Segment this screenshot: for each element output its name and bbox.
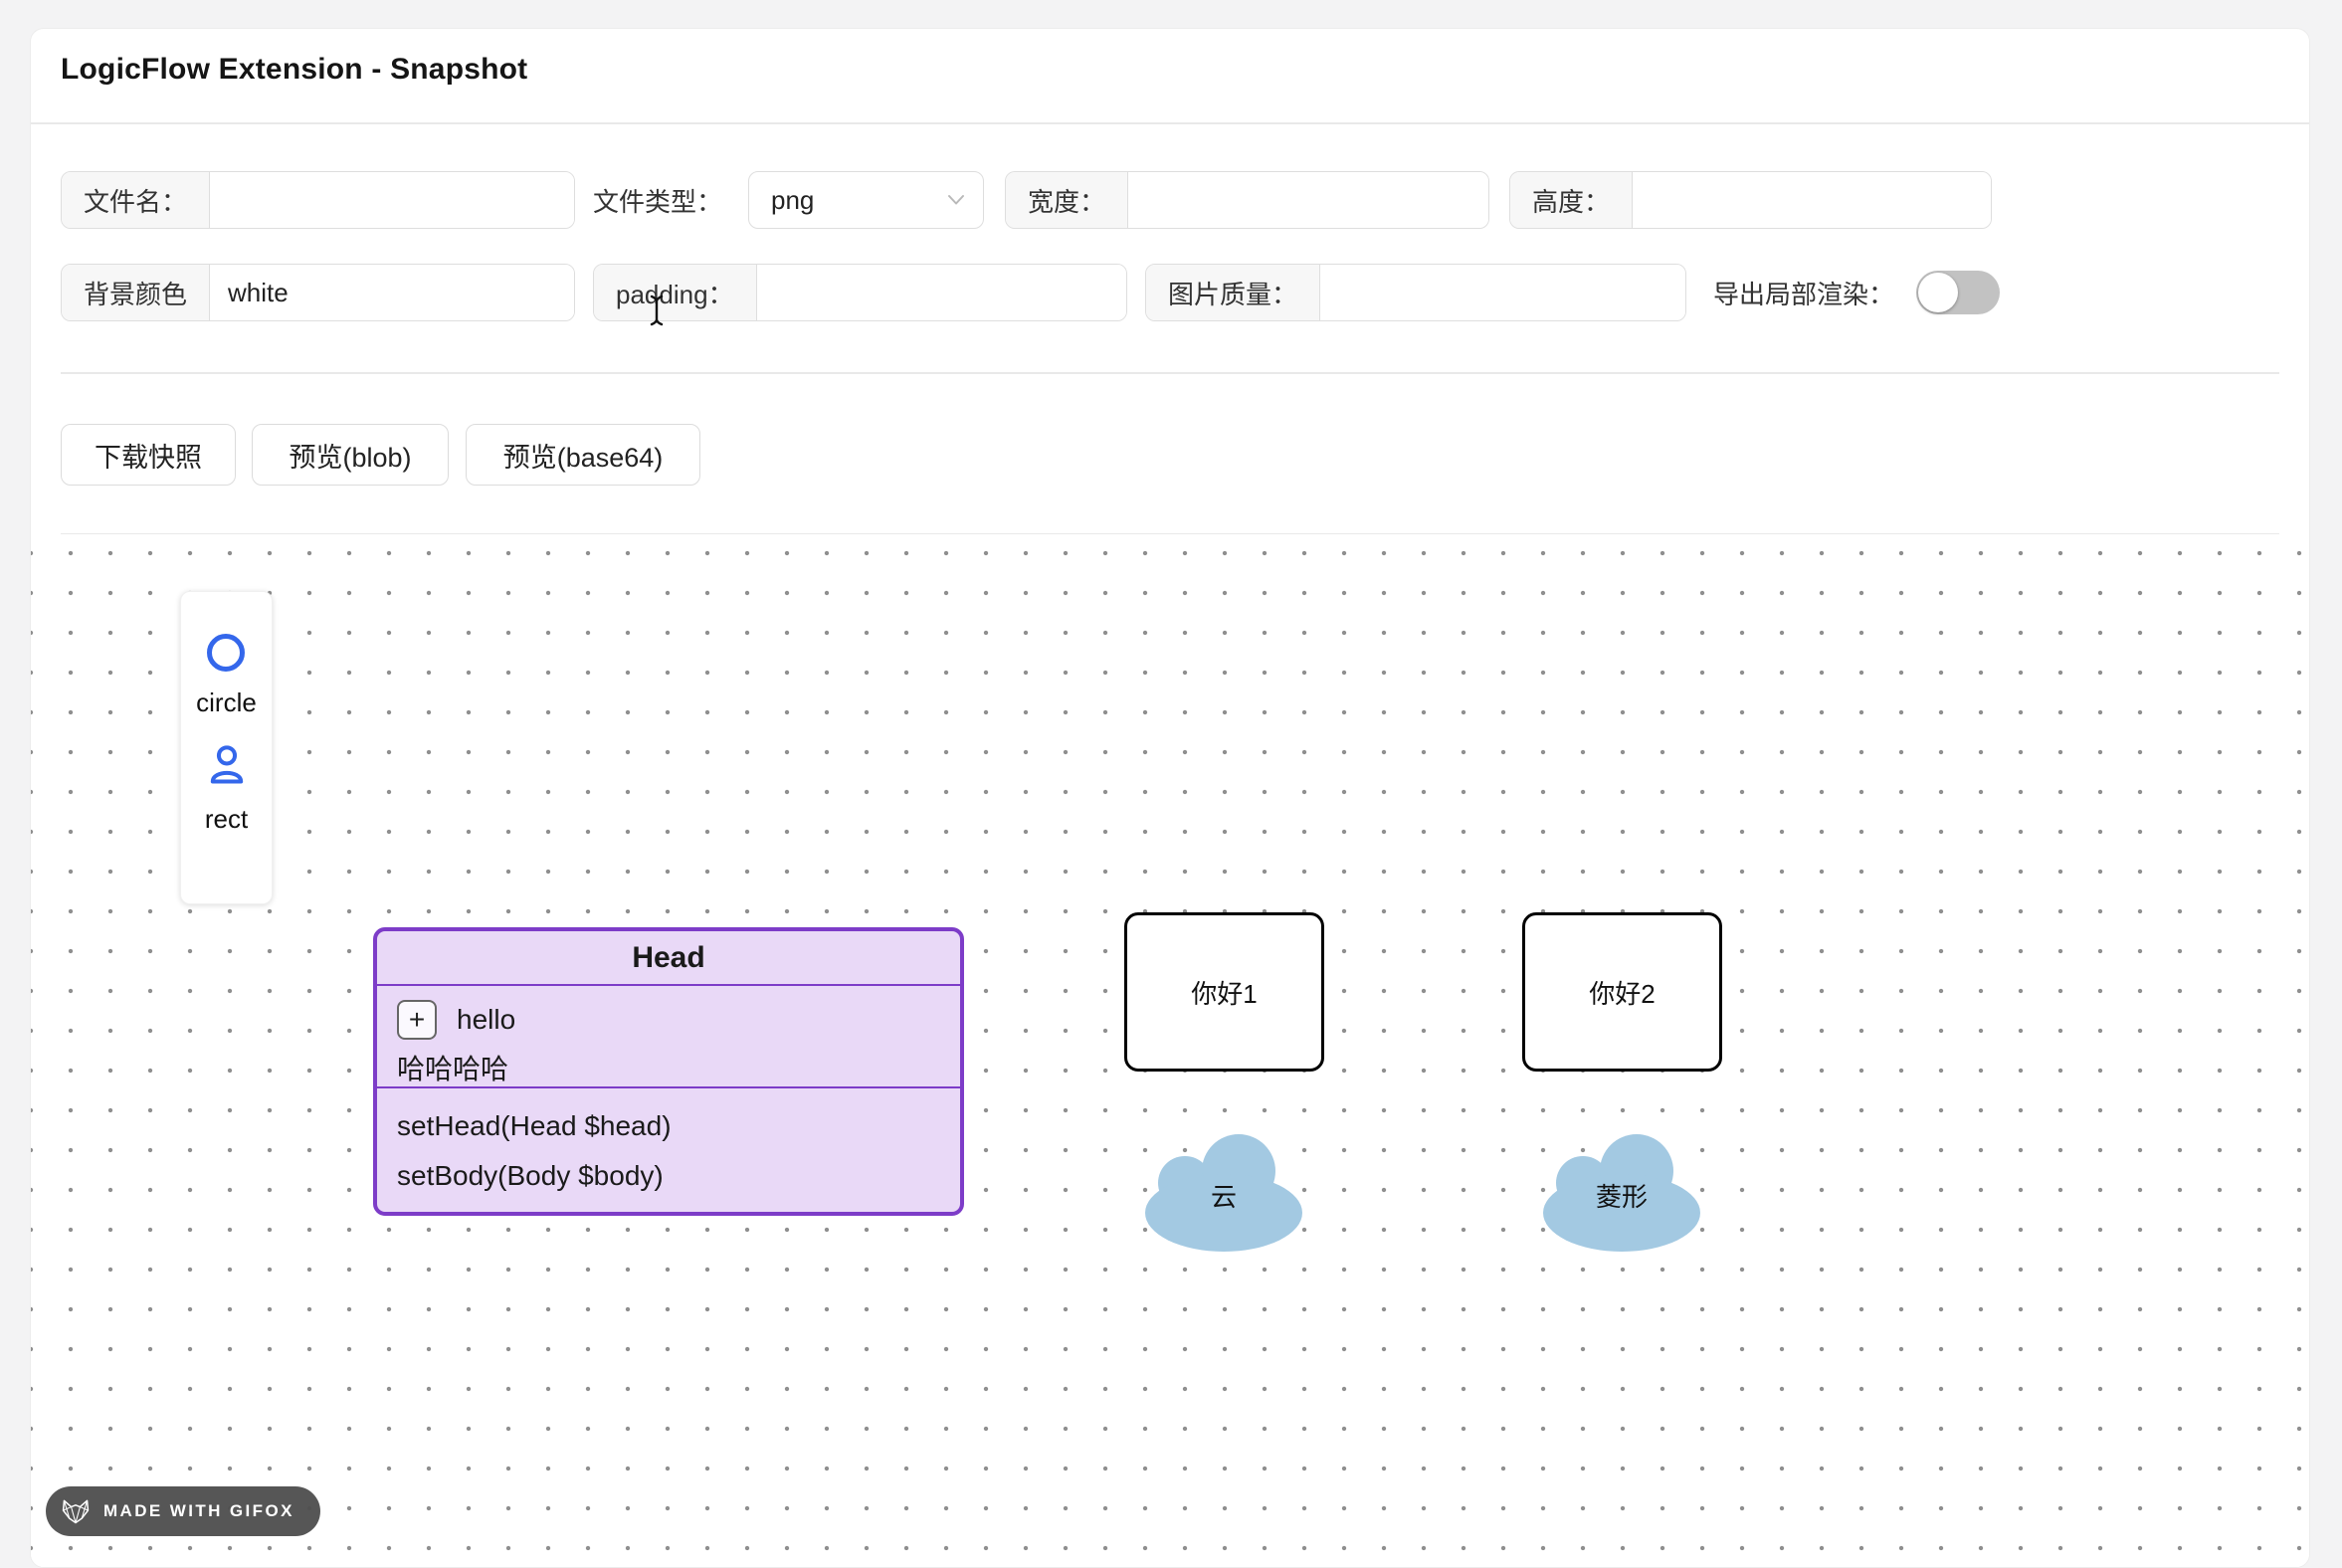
width-label: 宽度：: [1006, 172, 1129, 228]
circle-icon: [207, 634, 246, 672]
partial-render-label: 导出局部渲染：: [1713, 279, 1895, 309]
chevron-down-icon: [948, 195, 964, 205]
head-node-method: setHead(Head $head): [397, 1110, 672, 1141]
head-node-methods: setHead(Head $head) setBody(Body $body): [377, 1088, 960, 1192]
flow-canvas[interactable]: circle rect Head + hello 哈哈哈哈 setH: [31, 534, 2309, 1567]
preview-blob-button[interactable]: 预览(blob): [252, 424, 449, 486]
shape-palette: circle rect: [180, 591, 273, 904]
filename-field-group: 文件名：: [61, 171, 575, 229]
filetype-label: 文件类型：: [593, 186, 723, 217]
width-input[interactable]: [1128, 172, 1488, 228]
toggle-knob: [1918, 273, 1958, 312]
rect-node-label: 你好2: [1589, 978, 1656, 1009]
head-node-fields: + hello 哈哈哈哈: [377, 986, 960, 1088]
cloud-icon: [1543, 1134, 1700, 1252]
head-uml-node[interactable]: Head + hello 哈哈哈哈 setHead(Head $head) se…: [373, 927, 964, 1216]
palette-item-label: circle: [196, 687, 257, 717]
bgcolor-input[interactable]: [210, 265, 574, 320]
bgcolor-field-group: 背景颜色: [61, 264, 575, 321]
quality-input[interactable]: [1320, 265, 1685, 320]
palette-item-rect[interactable]: rect: [204, 742, 250, 859]
cloud-node-label: 云: [1210, 1182, 1237, 1212]
badge-text: MADE WITH GIFOX: [103, 1501, 294, 1520]
head-node-title: Head: [377, 931, 960, 986]
padding-field-group: padding：: [593, 264, 1127, 321]
cloud-node[interactable]: 云: [1145, 1129, 1302, 1253]
rect-node[interactable]: 你好1: [1124, 912, 1324, 1072]
height-field-group: 高度：: [1509, 171, 1992, 229]
rect-node[interactable]: 你好2: [1522, 912, 1722, 1072]
divider: [31, 122, 2309, 124]
download-snapshot-button[interactable]: 下载快照: [61, 424, 236, 486]
quality-field-group: 图片质量：: [1145, 264, 1686, 321]
padding-label: padding：: [594, 265, 757, 320]
preview-base64-button[interactable]: 预览(base64): [466, 424, 700, 486]
width-field-group: 宽度：: [1005, 171, 1489, 229]
palette-item-label: rect: [204, 804, 249, 834]
cloud-node-label: 菱形: [1595, 1182, 1648, 1212]
quality-label: 图片质量：: [1146, 265, 1321, 320]
expand-button[interactable]: +: [397, 1000, 437, 1040]
filename-input[interactable]: [210, 172, 574, 228]
bgcolor-label: 背景颜色: [62, 265, 211, 320]
filetype-select[interactable]: png: [748, 171, 984, 229]
page-title: LogicFlow Extension - Snapshot: [61, 53, 528, 86]
cloud-node[interactable]: 菱形: [1541, 1129, 1702, 1253]
height-label: 高度：: [1510, 172, 1634, 228]
cloud-icon: [1145, 1134, 1302, 1252]
palette-item-circle[interactable]: circle: [196, 634, 257, 742]
fox-icon: [62, 1499, 90, 1524]
person-icon: [210, 745, 243, 784]
gifox-badge: MADE WITH GIFOX: [46, 1486, 320, 1536]
height-input[interactable]: [1633, 172, 1991, 228]
app-card: LogicFlow Extension - Snapshot 文件名： 文件类型…: [30, 28, 2310, 1568]
filetype-selected-value: png: [771, 184, 815, 215]
titlebar: LogicFlow Extension - Snapshot: [61, 53, 527, 87]
head-node-field: 哈哈哈哈: [397, 1054, 509, 1084]
padding-input[interactable]: [756, 265, 1126, 320]
divider: [61, 372, 2279, 374]
filename-label: 文件名：: [62, 172, 211, 228]
partial-render-toggle[interactable]: [1916, 271, 2000, 314]
head-node-field: hello: [457, 1004, 516, 1035]
rect-node-label: 你好1: [1191, 978, 1258, 1009]
head-node-method: setBody(Body $body): [397, 1160, 664, 1191]
